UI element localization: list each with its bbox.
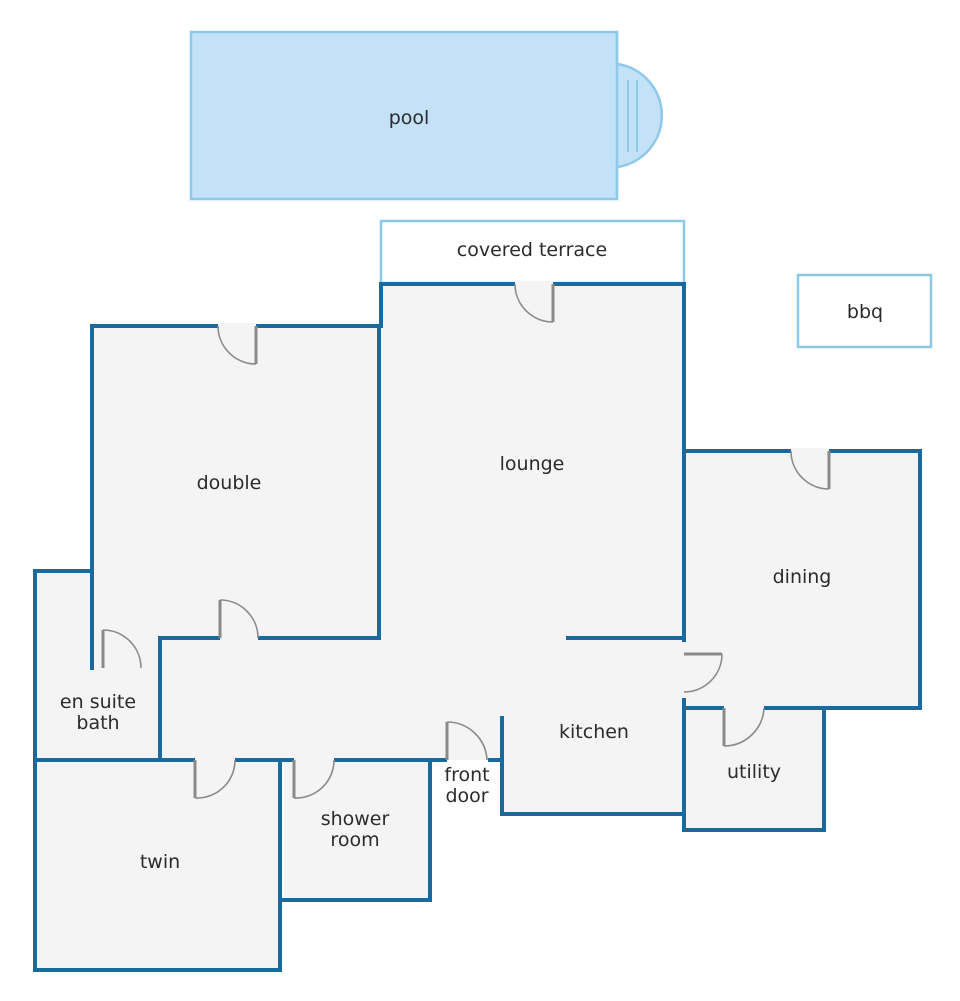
pool-area: pool bbox=[189, 30, 663, 201]
room-labels: double lounge dining en suite bath kitch… bbox=[60, 453, 831, 873]
front-door-label-line2: door bbox=[445, 785, 488, 807]
bbq-label: bbq bbox=[847, 301, 883, 323]
pool-label: pool bbox=[389, 107, 430, 129]
pool-shape bbox=[189, 30, 663, 201]
shower-label-line2: room bbox=[330, 829, 379, 851]
double-label: double bbox=[197, 472, 262, 494]
room-floors bbox=[35, 284, 920, 970]
front-door-label-line1: front bbox=[444, 764, 489, 786]
kitchen-label: kitchen bbox=[559, 721, 629, 743]
shower-label-line1: shower bbox=[321, 808, 390, 830]
covered-terrace: covered terrace bbox=[379, 219, 686, 285]
en-suite-label-line2: bath bbox=[76, 712, 119, 734]
bbq-shape bbox=[796, 273, 933, 349]
bbq-area: bbq bbox=[796, 273, 933, 349]
utility-label: utility bbox=[727, 761, 781, 783]
en-suite-label-line1: en suite bbox=[60, 691, 136, 713]
lounge-label: lounge bbox=[500, 453, 565, 475]
doors bbox=[101, 281, 831, 799]
twin-label: twin bbox=[140, 851, 180, 873]
terrace-label: covered terrace bbox=[457, 239, 607, 261]
dining-label: dining bbox=[773, 566, 832, 588]
